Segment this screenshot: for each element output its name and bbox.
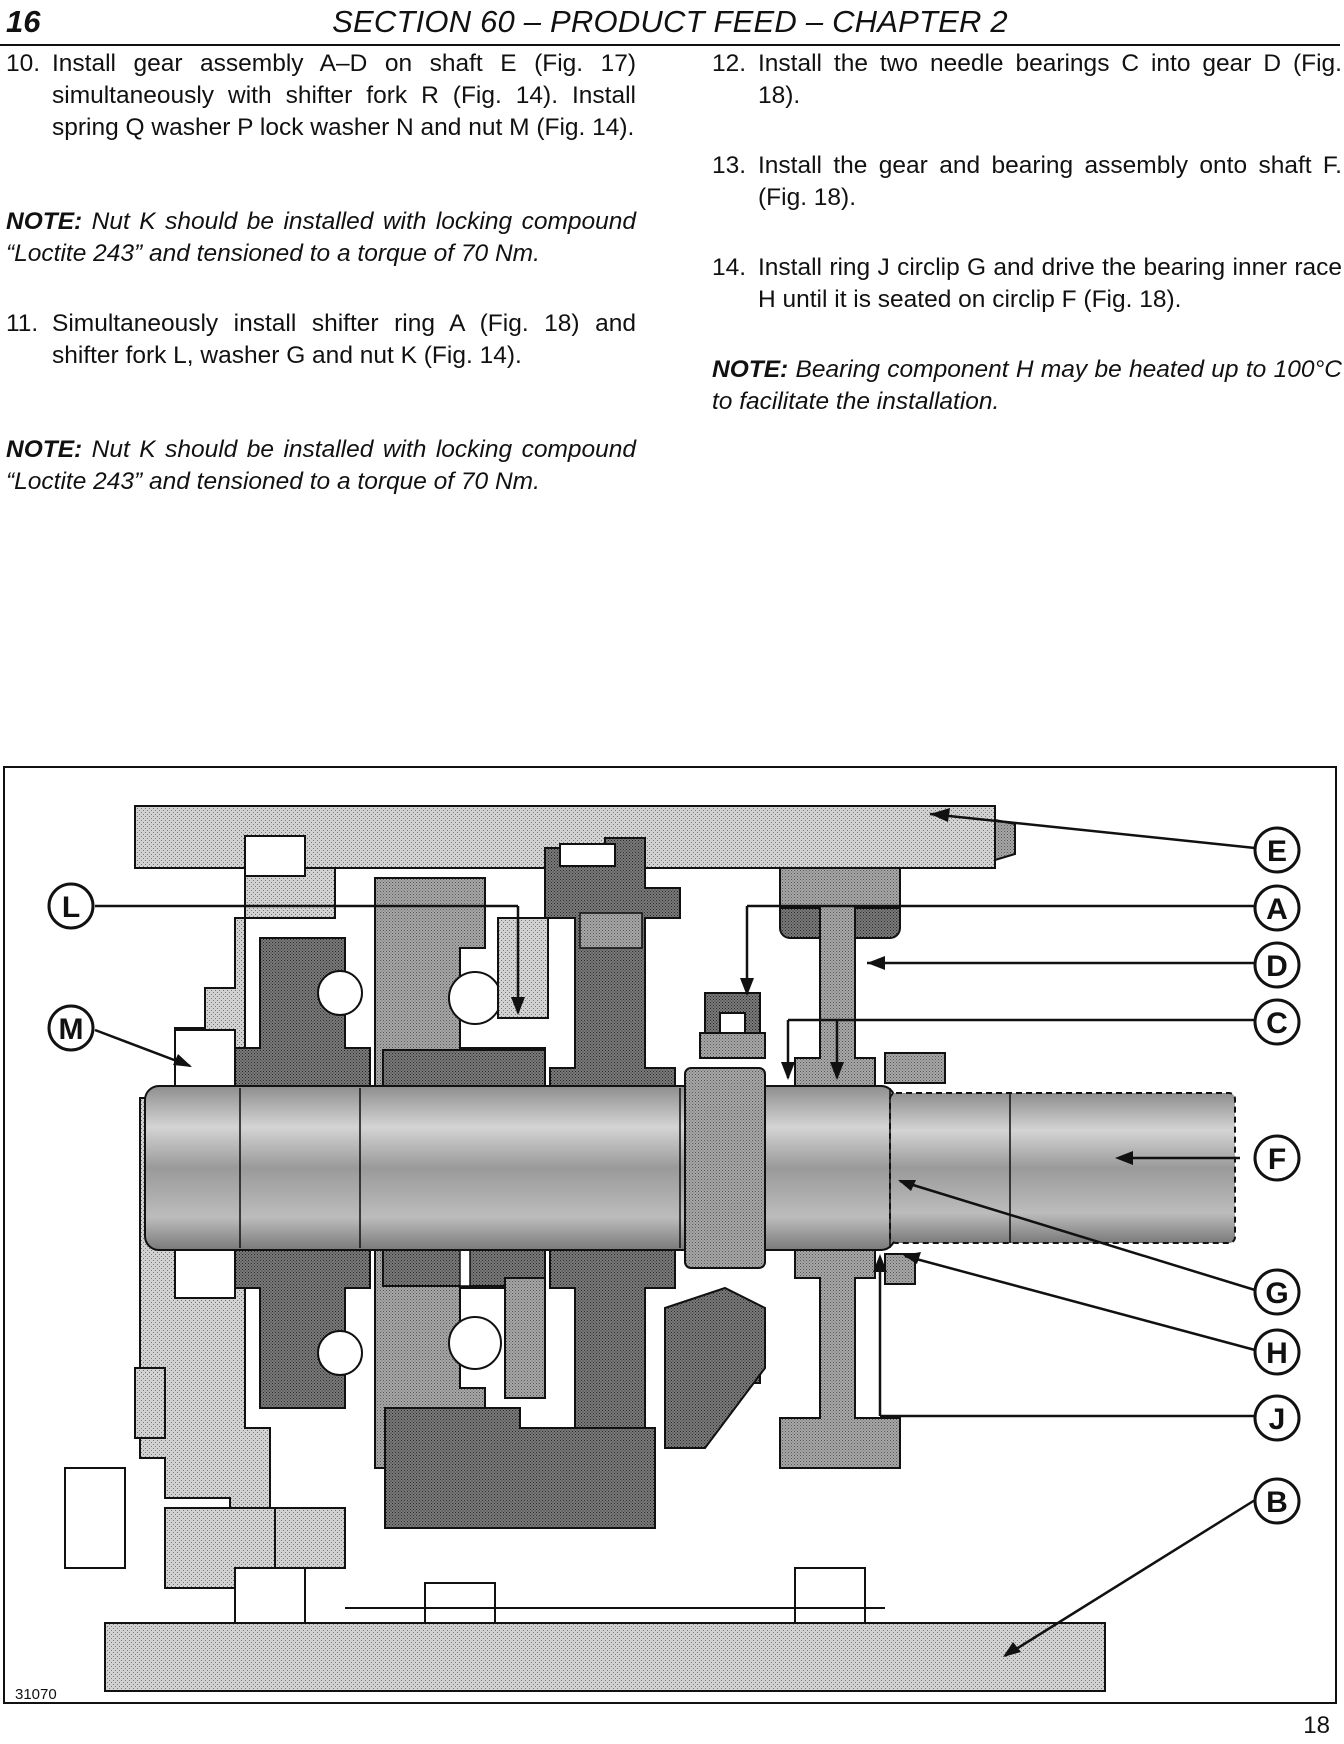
main-shaft-f: [144, 1085, 896, 1251]
gear-hub-left-cutout-bottom: [448, 1316, 502, 1370]
note-text: Nut K should be installed with locking c…: [6, 436, 636, 495]
step-text: Install the two needle bearings C into g…: [758, 50, 1342, 109]
step-text: Simultaneously install shifter ring A (F…: [52, 310, 636, 369]
note-label: NOTE:: [6, 436, 83, 463]
callout-circle-l: [47, 882, 95, 930]
note-text: Bearing component H may be heated up to …: [712, 356, 1342, 415]
callout-b: B: [1266, 1486, 1288, 1519]
step-number: 14.: [712, 254, 747, 281]
note-label: NOTE:: [6, 208, 83, 235]
note-2: NOTE: Nut K should be installed with loc…: [6, 434, 636, 498]
step-11: 11. Simultaneously install shifter ring …: [6, 308, 636, 372]
step-10: 10. Install gear assembly A–D on shaft E…: [6, 48, 636, 144]
gearbox-diagram: E A D C F G H J B L M: [47, 805, 1301, 1692]
callout-circle-c: [1253, 998, 1301, 1046]
bearing-spacer: [459, 1247, 471, 1287]
gear-hub-left-cutout-top: [448, 971, 502, 1025]
callout-circle-a: [1253, 884, 1301, 932]
step-text: Install ring J circlip G and drive the b…: [758, 254, 1342, 313]
snap-ring-block: [884, 1052, 946, 1084]
step-12: 12. Install the two needle bearings C in…: [712, 48, 1342, 112]
leader-arrowheads: [173, 808, 1133, 1657]
step-number: 12.: [712, 50, 747, 77]
lower-wedge: [664, 1286, 766, 1449]
callout-letters: E A D C F G H J B L M: [59, 835, 1289, 1519]
upper-shaft-end: [994, 818, 1016, 862]
callout-circle-e: [1253, 826, 1301, 874]
section-title: SECTION 60 – PRODUCT FEED – CHAPTER 2: [332, 4, 1008, 39]
upper-seal: [559, 843, 616, 867]
note-label: NOTE:: [712, 356, 789, 383]
shifter-ring-a: [704, 992, 761, 1034]
shifter-ring-a-base: [699, 1032, 766, 1059]
callout-circle-b: [1253, 1477, 1301, 1525]
shifter-fork-l-slot: [497, 917, 549, 1019]
step-13: 13. Install the gear and bearing assembl…: [712, 150, 1342, 214]
lower-shaft-b: [104, 1622, 1106, 1692]
callout-f: F: [1268, 1143, 1286, 1176]
step-14: 14. Install ring J circlip G and drive t…: [712, 252, 1342, 316]
lower-bearing-left: [234, 1567, 306, 1624]
lower-bearing-right: [794, 1567, 866, 1624]
left-column: 10. Install gear assembly A–D on shaft E…: [6, 48, 636, 498]
shaft-f-extension: [889, 1092, 1236, 1244]
note-text: Nut K should be installed with locking c…: [6, 208, 636, 267]
shaft-center-collar: [684, 1067, 766, 1269]
callout-circle-h: [1253, 1328, 1301, 1376]
callout-circle-d: [1253, 941, 1301, 989]
callout-circle-f: [1253, 1134, 1301, 1182]
center-gear-hub: [579, 912, 643, 949]
callout-d: D: [1266, 950, 1288, 983]
callout-circle-m: [47, 1004, 95, 1052]
page-header: 16 SECTION 60 – PRODUCT FEED – CHAPTER 2: [0, 0, 1340, 46]
right-column: 12. Install the two needle bearings C in…: [712, 48, 1342, 418]
callout-l: L: [62, 891, 80, 924]
gear-l-cutout-bottom: [317, 1330, 363, 1376]
note-3: NOTE: Bearing component H may be heated …: [712, 354, 1342, 418]
callout-circle-g: [1253, 1268, 1301, 1316]
figure-number: 31070: [15, 1686, 57, 1703]
callout-e: E: [1267, 835, 1287, 868]
callout-h: H: [1266, 1337, 1288, 1370]
step-number: 13.: [712, 152, 747, 179]
upper-tapered-bearing: [244, 835, 306, 877]
needle-bearing-left-top: [382, 1049, 546, 1089]
lower-hub: [504, 1277, 546, 1399]
step-number: 11.: [6, 310, 39, 337]
bolt-left: [134, 1367, 166, 1439]
gearbox-cross-section-figure: E A D C F G H J B L M 31070: [3, 766, 1337, 1704]
gear-l-cutout-top: [317, 970, 363, 1016]
callout-c: C: [1266, 1007, 1288, 1040]
callout-a: A: [1266, 893, 1288, 926]
step-number: 10.: [6, 50, 41, 77]
callout-g: G: [1265, 1277, 1288, 1310]
callout-circle-j: [1253, 1394, 1301, 1442]
step-text: Install the gear and bearing assembly on…: [758, 152, 1342, 211]
page-number: 16: [6, 4, 41, 39]
note-1: NOTE: Nut K should be installed with loc…: [6, 206, 636, 270]
lower-dark-housing: [384, 1407, 656, 1529]
lower-bearing-mid: [424, 1582, 496, 1624]
step-text: Install gear assembly A–D on shaft E (Fi…: [52, 50, 636, 141]
callout-j: J: [1269, 1403, 1286, 1436]
page-corner-number: 18: [1303, 1712, 1330, 1739]
bolt-left-bracket: [64, 1467, 126, 1569]
callout-m: M: [59, 1013, 84, 1046]
callout-circles: [47, 826, 1301, 1525]
